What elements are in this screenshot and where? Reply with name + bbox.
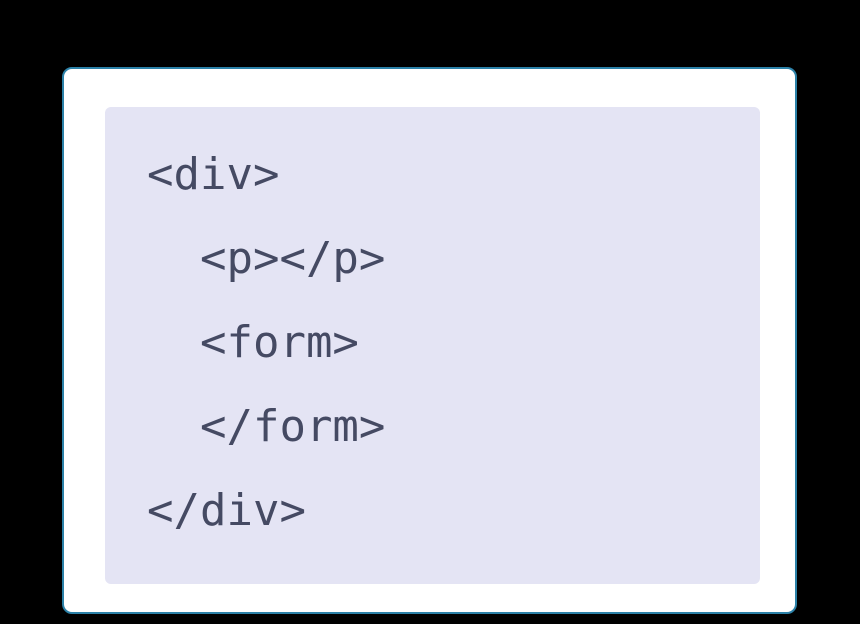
code-line: <div>	[147, 149, 280, 200]
code-line: <form>	[147, 317, 359, 368]
code-card: <div> <p></p> <form> </form> </div>	[62, 67, 797, 614]
code-line: </div>	[147, 485, 306, 536]
code-line: </form>	[147, 401, 386, 452]
code-line: <p></p>	[147, 233, 386, 284]
code-block: <div> <p></p> <form> </form> </div>	[105, 107, 760, 584]
